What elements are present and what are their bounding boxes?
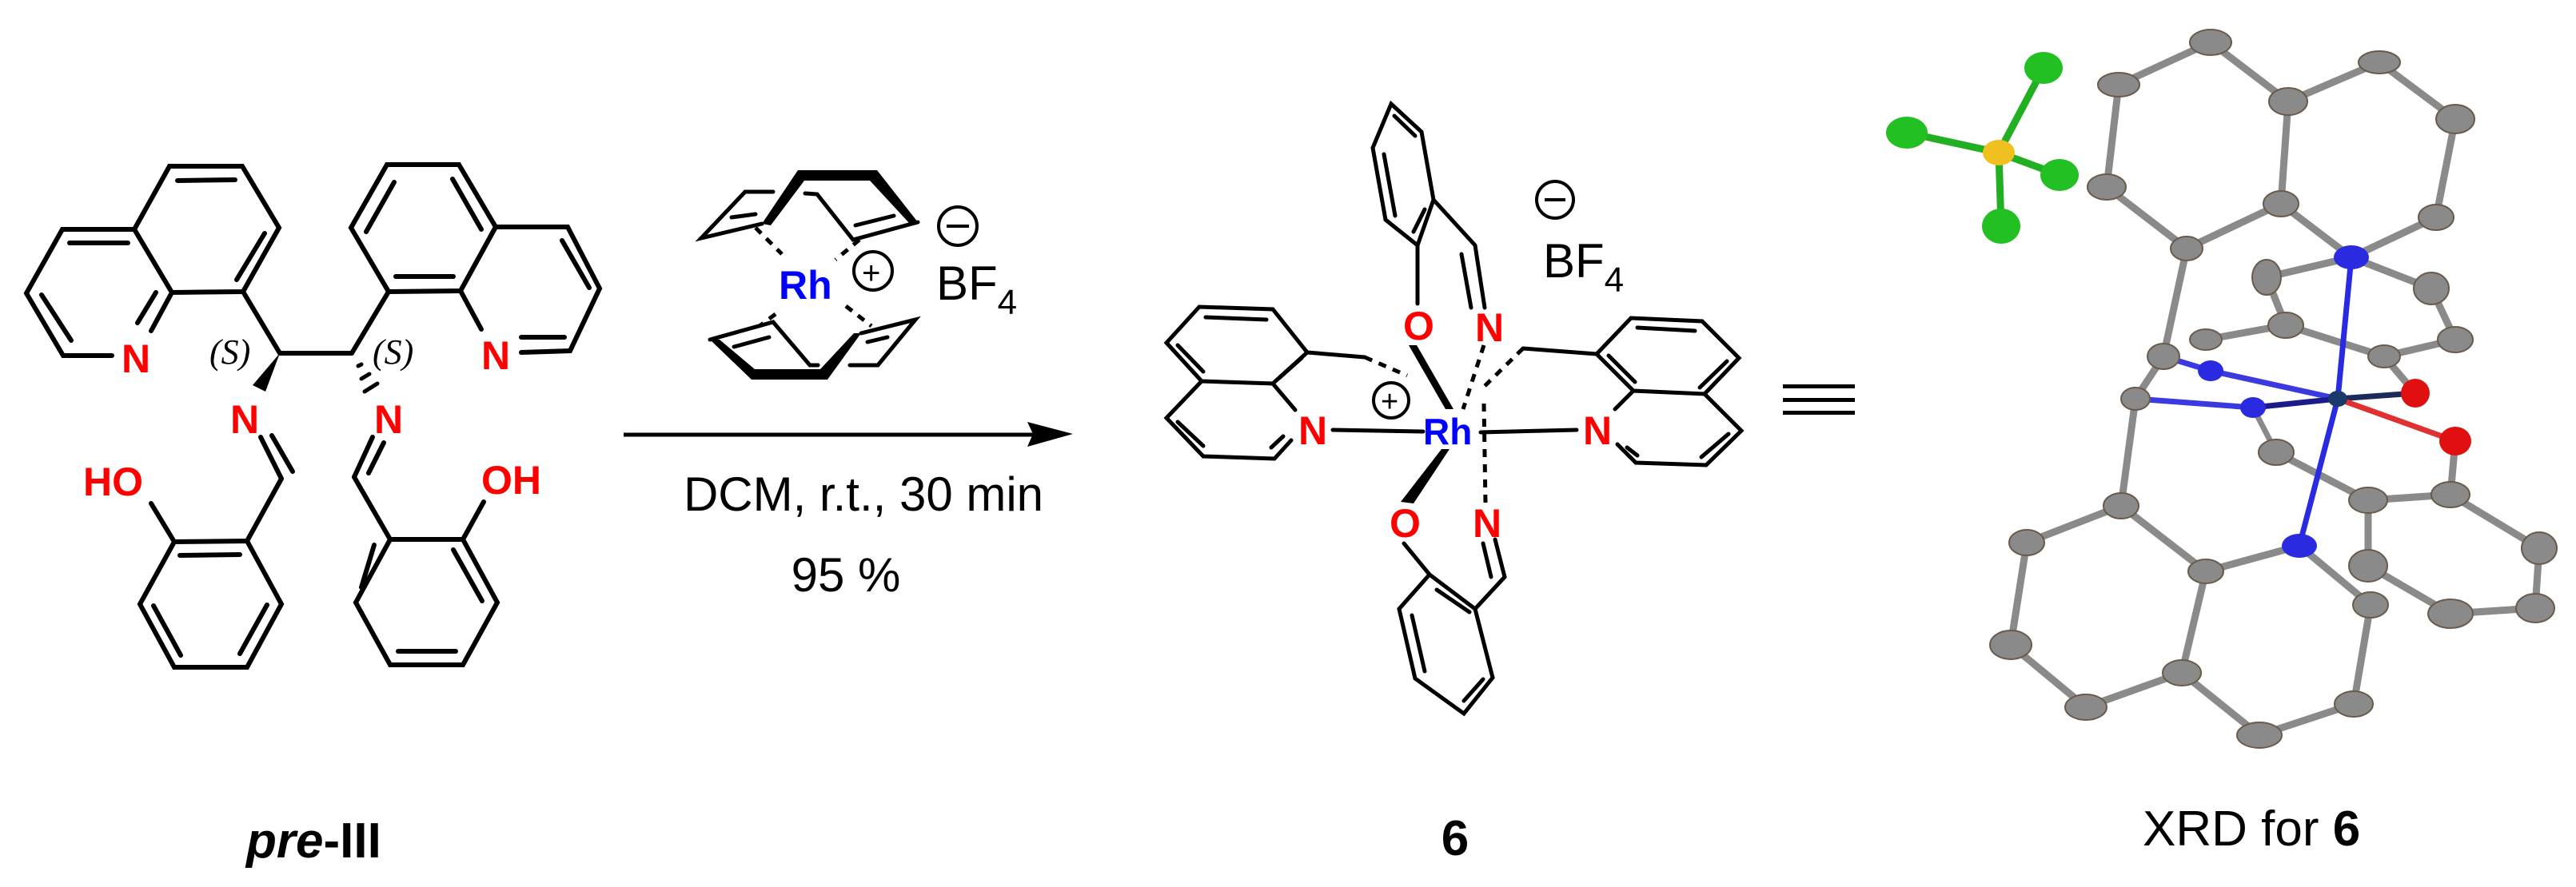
plus-charge-icon	[1372, 381, 1410, 420]
reactant-label: pre-III	[245, 813, 381, 869]
reagent-rh-cod: Rh + BF4	[695, 170, 1017, 380]
hash-bond	[356, 362, 380, 394]
product-plus-sign: +	[1381, 385, 1398, 419]
product-6: O N N N O N Rh + BF4	[1163, 100, 1745, 717]
right-quinoline	[348, 162, 603, 356]
xrd-label: XRD for 6	[2143, 801, 2360, 857]
left-quinoline	[23, 164, 282, 358]
product-o-lower: O	[1390, 501, 1421, 546]
product-rh: Rh	[1423, 411, 1472, 452]
hydroxyl-left: HO	[83, 459, 143, 504]
product-counterion: BF4	[1543, 234, 1624, 300]
wedge-bond-o-upper	[1409, 345, 1453, 409]
yield-text: 95 %	[792, 548, 901, 602]
product-n-upper: N	[1475, 305, 1504, 350]
reagent-rh: Rh	[779, 263, 832, 308]
stereo-descriptor-left: (S)	[209, 332, 250, 372]
reactant-pre-III: N (S) (S) N N N	[23, 162, 603, 670]
quinoline-n-right: N	[481, 333, 510, 378]
imine-n-right: N	[374, 397, 403, 442]
imine-n-left: N	[230, 397, 259, 442]
wedge-bond-o-lower	[1401, 449, 1449, 503]
reagent-counterion: BF4	[936, 257, 1017, 322]
product-o-upper: O	[1403, 304, 1434, 348]
plus-sign: +	[862, 256, 880, 291]
product-n-left: N	[1298, 408, 1327, 453]
equivalence-icon	[1783, 384, 1855, 415]
right-salicylidene	[352, 435, 500, 667]
minus-charge-icon	[1535, 180, 1575, 220]
wedge-bond	[253, 353, 280, 392]
xrd-bf4-anion	[1886, 52, 2079, 244]
minus-charge-icon	[937, 205, 979, 247]
hydroxyl-right: OH	[481, 458, 541, 503]
stereo-descriptor-right: (S)	[373, 332, 413, 372]
quinoline-n-left: N	[122, 336, 150, 381]
xrd-structure	[1886, 29, 2558, 749]
product-n-right: N	[1583, 408, 1612, 453]
reaction-arrow	[624, 422, 1073, 447]
conditions-text: DCM, r.t., 30 min	[684, 467, 1043, 521]
product-label: 6	[1442, 811, 1469, 866]
product-n-lower: N	[1473, 501, 1501, 546]
left-salicylidene	[137, 433, 295, 670]
plus-charge-icon	[852, 250, 894, 292]
